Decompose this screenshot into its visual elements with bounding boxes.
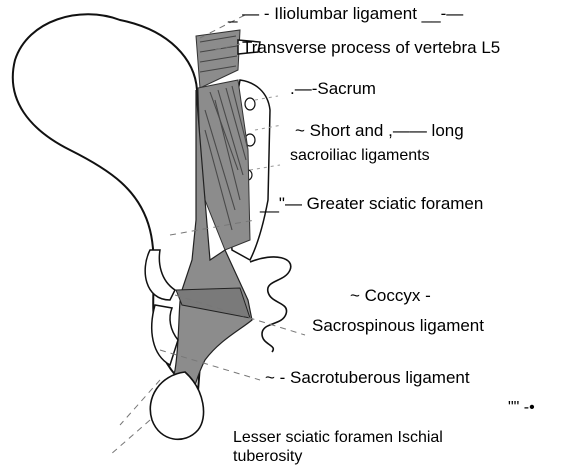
label-sacrotuberous-ligament: ~ - Sacrotuberous ligament	[265, 368, 470, 388]
label-sacrospinous-ligament: Sacrospinous ligament	[312, 316, 484, 336]
coccyx	[250, 257, 291, 352]
label-sacroiliac-line2: sacroiliac ligaments	[290, 146, 430, 166]
label-greater-sciatic-foramen: __"— Greater sciatic foramen	[260, 194, 483, 214]
label-sacrum: .—-Sacrum	[290, 79, 376, 99]
stray-mark: "" -•	[508, 398, 535, 418]
label-iliolumbar-ligament: _ — - Iliolumbar ligament __-—	[228, 4, 463, 24]
label-sacroiliac-line1: ~ Short and ,—— long	[295, 121, 464, 141]
label-coccyx: ~ Coccyx -	[350, 286, 431, 306]
label-lesser-sciatic-foramen: Lesser sciatic foramen Ischial	[233, 428, 443, 448]
label-transverse-process-l5: Transverse process of vertebra L5	[242, 38, 500, 58]
guide-ischial	[110, 420, 150, 455]
label-ischial-tuberosity: tuberosity	[233, 447, 302, 467]
